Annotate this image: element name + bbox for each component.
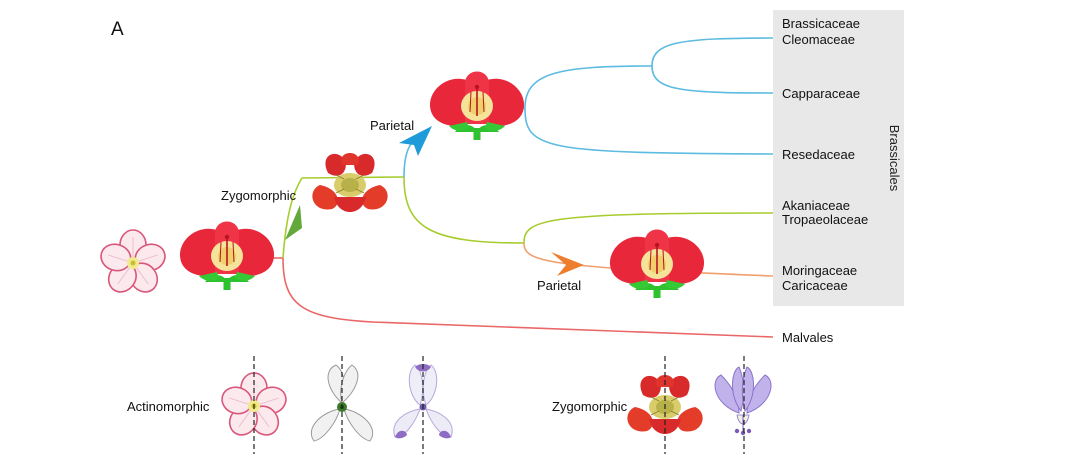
- branch-akaniaceae: [523, 212, 774, 244]
- tree-branches: [272, 37, 774, 338]
- legend-white-flower-icon: [311, 364, 373, 442]
- branch-resedaceae: [524, 107, 774, 155]
- label-parietal-lower: Parietal: [537, 278, 581, 293]
- label-zygomorphic: Zygomorphic: [221, 188, 297, 203]
- brassicales-label: Brassicales: [887, 125, 902, 192]
- legend-actinomorphic: Actinomorphic: [127, 399, 210, 414]
- branch-to-brassicales: [282, 176, 405, 259]
- ancestral-flower-icon: [179, 220, 275, 291]
- parietal-flower-upper-icon: [429, 70, 525, 141]
- parietal-flower-lower-icon: [609, 228, 705, 299]
- taxon-malvales: Malvales: [782, 330, 834, 345]
- arrow-parietal-lower: [551, 252, 584, 276]
- branch-capparaceae-node: [524, 65, 653, 109]
- taxon-capparaceae: Capparaceae: [782, 86, 860, 101]
- taxon-moringaceae: Moringaceae: [782, 263, 857, 278]
- panel-letter: A: [111, 19, 124, 40]
- branch-malvales: [282, 257, 774, 338]
- brassicales-box: [773, 10, 904, 306]
- branch-lower-clade: [403, 176, 525, 244]
- taxon-caricaceae: Caricaceae: [782, 278, 848, 293]
- arrow-parietal-upper: [399, 126, 432, 156]
- label-parietal-upper: Parietal: [370, 118, 414, 133]
- taxon-labels: Brassicaceae Cleomaceae Capparaceae Rese…: [782, 16, 868, 345]
- zygomorphic-flower-icon: [311, 152, 389, 213]
- branch-brassicaceae: [651, 37, 774, 67]
- symmetry-axes: [253, 356, 745, 454]
- legend-purple-flower-icon: [393, 364, 453, 439]
- taxon-brassicaceae: Brassicaceae: [782, 16, 860, 31]
- taxon-tropaeolaceae: Tropaeolaceae: [782, 212, 868, 227]
- branch-capparaceae: [651, 65, 774, 94]
- arrow-zygomorphic: [285, 205, 302, 240]
- legend-zygomorphic: Zygomorphic: [552, 399, 628, 414]
- taxon-akaniaceae: Akaniaceae: [782, 198, 850, 213]
- legend-orchid-flower-icon: [714, 366, 772, 436]
- taxon-resedaceae: Resedaceae: [782, 147, 855, 162]
- taxon-cleomaceae: Cleomaceae: [782, 32, 855, 47]
- pink-flower-icon: [96, 229, 170, 299]
